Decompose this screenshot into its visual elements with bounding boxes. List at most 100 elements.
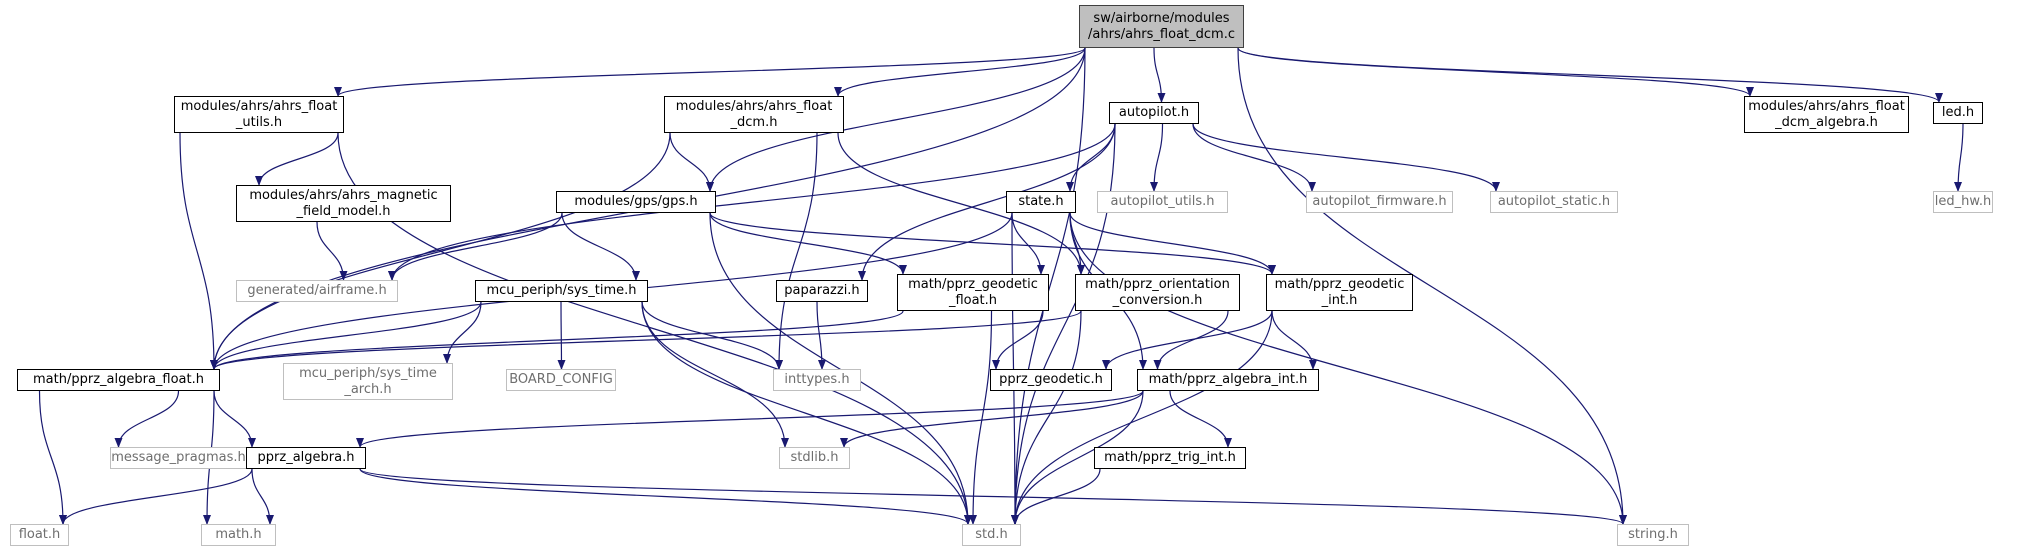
node-label: math/pprz_algebra_int.h xyxy=(1148,372,1308,387)
edge-root-to-string-h xyxy=(1237,47,1627,525)
edge-magnetic-to-airframe xyxy=(316,221,348,281)
node-geodetic-float[interactable]: math/pprz_geodetic_float.h xyxy=(897,274,1049,311)
node-magnetic[interactable]: modules/ahrs/ahrs_magnetic_field_model.h xyxy=(236,185,451,222)
edge-root-to-autopilot xyxy=(1153,47,1166,103)
node-float-h: float.h xyxy=(10,524,69,546)
edge-sys-time-to-inttypes xyxy=(641,301,783,370)
edge-state-to-geodetic-int xyxy=(1069,212,1276,275)
node-airframe: generated/airframe.h xyxy=(236,280,398,302)
node-label: modules/ahrs/ahrs_magnetic xyxy=(249,187,438,203)
edge-geodetic-int-to-algebra-int xyxy=(1271,310,1317,370)
node-label: generated/airframe.h xyxy=(247,283,387,298)
edge-root-to-std-h xyxy=(1011,47,1086,525)
node-label: _arch.h xyxy=(344,381,392,397)
node-std-h: std.h xyxy=(962,524,1021,546)
node-label: modules/ahrs/ahrs_float xyxy=(1748,98,1905,114)
edge-sys-time-to-sys-time-arch xyxy=(443,301,482,364)
node-algebra-int[interactable]: math/pprz_algebra_int.h xyxy=(1137,369,1319,391)
node-label: _conversion.h xyxy=(1112,292,1203,308)
node-pprz-algebra[interactable]: pprz_algebra.h xyxy=(246,447,366,469)
node-gps[interactable]: modules/gps/gps.h xyxy=(556,191,716,213)
node-state[interactable]: state.h xyxy=(1006,191,1076,213)
node-math-h: math.h xyxy=(201,524,276,546)
edge-orientation-to-std-h xyxy=(1011,310,1082,525)
edge-state-to-geodetic-float xyxy=(1011,212,1045,275)
edge-ahrs-float-dcm-h-to-algebra-float xyxy=(210,132,671,370)
edge-algebra-float-to-pprz-algebra xyxy=(213,390,256,448)
node-label: mcu_periph/sys_time xyxy=(299,365,437,381)
node-dcm-algebra[interactable]: modules/ahrs/ahrs_float_dcm_algebra.h xyxy=(1744,96,1909,133)
node-trig-int[interactable]: math/pprz_trig_int.h xyxy=(1094,447,1246,469)
edge-algebra-float-to-message-pragmas xyxy=(114,390,180,448)
node-board-config: BOARD_CONFIG xyxy=(506,369,616,391)
edge-autopilot-to-airframe xyxy=(388,123,1116,281)
node-label: _dcm_algebra.h xyxy=(1775,114,1878,130)
edge-geodetic-float-to-std-h xyxy=(969,310,993,525)
node-paparazzi[interactable]: paparazzi.h xyxy=(776,280,868,302)
node-autopilot[interactable]: autopilot.h xyxy=(1109,102,1199,124)
node-label: modules/gps/gps.h xyxy=(574,194,698,209)
edge-gps-to-sys-time xyxy=(561,212,640,281)
node-label: _field_model.h xyxy=(296,203,391,219)
edge-led-to-led-hw xyxy=(1954,123,1964,192)
node-sys-time[interactable]: mcu_periph/sys_time.h xyxy=(475,280,648,302)
node-label: autopilot_static.h xyxy=(1497,194,1611,209)
edge-root-to-led xyxy=(1237,47,1943,103)
node-label: math/pprz_geodetic xyxy=(1274,276,1405,292)
edge-root-to-dcm-algebra xyxy=(1237,47,1754,97)
edge-ahrs-float-utils-to-algebra-float xyxy=(179,132,218,370)
node-stdlib: stdlib.h xyxy=(779,447,850,469)
node-label: led_hw.h xyxy=(1934,194,1992,209)
edge-root-to-ahrs-float-dcm-h xyxy=(834,47,1086,97)
edge-pprz-algebra-to-math-h xyxy=(251,468,274,525)
node-ahrs-float-dcm-h[interactable]: modules/ahrs/ahrs_float_dcm.h xyxy=(664,96,844,133)
node-label: pprz_algebra.h xyxy=(257,450,355,465)
node-label: led.h xyxy=(1941,105,1975,120)
edge-state-to-string-h xyxy=(1069,212,1627,525)
edge-algebra-int-to-trig-int xyxy=(1169,390,1232,448)
edge-root-to-gps xyxy=(706,47,1086,192)
node-autopilot-static: autopilot_static.h xyxy=(1490,191,1618,213)
node-label: math/pprz_geodetic xyxy=(908,276,1038,292)
node-pprz-geodetic[interactable]: pprz_geodetic.h xyxy=(990,369,1112,391)
node-string-h: string.h xyxy=(1617,524,1689,546)
node-label: pprz_geodetic.h xyxy=(999,372,1103,387)
node-inttypes: inttypes.h xyxy=(773,369,861,391)
edge-algebra-int-to-stdlib xyxy=(840,390,1144,448)
edge-sys-time-to-std-h xyxy=(641,301,972,525)
edge-root-to-ahrs-float-utils xyxy=(334,47,1086,97)
node-label: mcu_periph/sys_time.h xyxy=(486,283,637,298)
edge-autopilot-to-autopilot-firmware xyxy=(1192,123,1316,192)
edge-state-to-std-h xyxy=(1010,212,1019,525)
node-label: math.h xyxy=(215,527,262,542)
edge-gps-to-geodetic-int xyxy=(709,212,1276,275)
node-label: autopilot.h xyxy=(1118,105,1190,120)
edge-ahrs-float-dcm-h-to-orientation xyxy=(837,132,1085,275)
node-label: paparazzi.h xyxy=(784,283,860,298)
node-label: float.h xyxy=(18,527,61,542)
edge-sys-time-to-algebra-float xyxy=(210,301,482,370)
node-label: math/pprz_orientation xyxy=(1085,276,1230,292)
node-root: sw/airborne/modules/ahrs/ahrs_float_dcm.… xyxy=(1079,5,1244,48)
edge-sys-time-to-stdlib xyxy=(641,301,789,448)
node-algebra-float[interactable]: math/pprz_algebra_float.h xyxy=(17,369,220,391)
node-label: sw/airborne/modules xyxy=(1093,10,1230,26)
edge-autopilot-to-autopilot-static xyxy=(1192,123,1500,192)
edge-sys-time-to-board-config xyxy=(557,301,566,370)
edge-geodetic-int-to-pprz-geodetic xyxy=(1102,310,1273,370)
node-label: /ahrs/ahrs_float_dcm.c xyxy=(1088,26,1235,42)
edge-autopilot-to-paparazzi xyxy=(858,123,1116,281)
node-led[interactable]: led.h xyxy=(1933,102,1983,124)
node-label: BOARD_CONFIG xyxy=(509,372,613,387)
edge-autopilot-to-state xyxy=(1066,123,1116,192)
node-geodetic-int[interactable]: math/pprz_geodetic_int.h xyxy=(1266,274,1413,311)
node-label: _int.h xyxy=(1321,292,1358,308)
node-label: stdlib.h xyxy=(790,450,839,465)
node-orientation[interactable]: math/pprz_orientation_conversion.h xyxy=(1075,274,1240,311)
edge-autopilot-to-autopilot-utils xyxy=(1150,123,1164,192)
node-label: math/pprz_trig_int.h xyxy=(1104,450,1236,465)
node-ahrs-float-utils[interactable]: modules/ahrs/ahrs_float_utils.h xyxy=(174,96,344,133)
edge-pprz-algebra-to-std-h xyxy=(359,468,972,525)
edge-pprz-algebra-to-float-h xyxy=(59,468,253,525)
